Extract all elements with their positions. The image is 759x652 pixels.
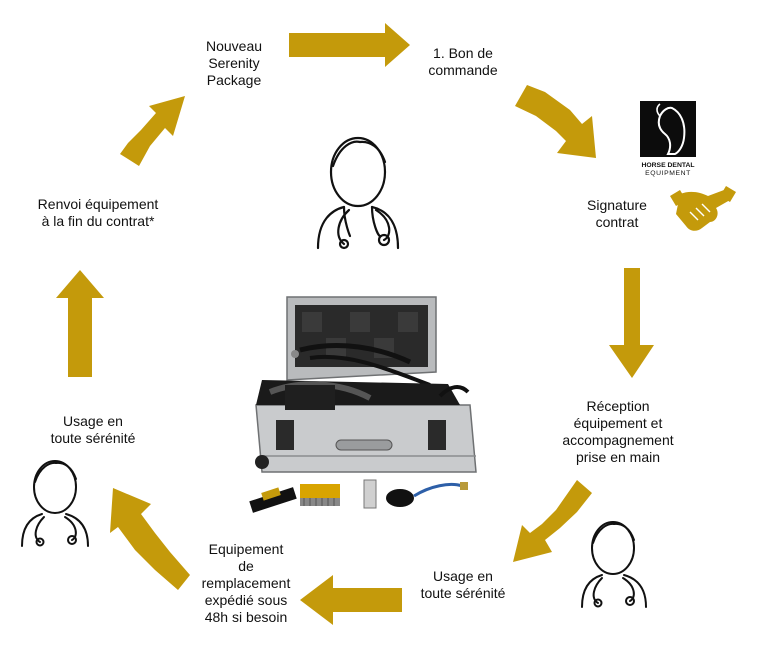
step-usage-right-line2: toute sérénité	[420, 585, 506, 601]
step-renvoi-line1: Renvoi équipement	[37, 196, 159, 212]
arrow-left	[56, 270, 104, 377]
arrow-upper-right	[515, 85, 596, 158]
step-reception-line4: prise en main	[575, 449, 661, 465]
step-nouveau-line3: Package	[206, 72, 262, 88]
arrow-right	[609, 268, 654, 378]
step-signature-label: Signature contrat	[574, 197, 660, 231]
step-reception-line2: équipement et	[573, 415, 663, 431]
step-equipement-line4: expédié sous	[204, 592, 288, 608]
step-usage-right-label: Usage en toute sérénité	[403, 568, 523, 602]
arrow-top	[289, 23, 410, 67]
arrow-upper-left	[120, 96, 185, 166]
step-equipement-line2: de	[238, 558, 254, 574]
step-equipement-line1: Equipement	[208, 541, 284, 557]
arrow-lower-right	[513, 480, 592, 562]
step-usage-left-line1: Usage en	[63, 413, 123, 429]
step-reception-line3: accompagnement	[562, 432, 674, 448]
step-bon-commande-line1: 1. Bon de	[433, 45, 493, 61]
step-usage-right-line1: Usage en	[433, 568, 493, 584]
arrow-lower-left	[110, 488, 190, 590]
step-signature-line1: Signature	[587, 197, 647, 213]
step-renvoi-line2: à la fin du contrat*	[41, 213, 155, 229]
step-renvoi-label: Renvoi équipement à la fin du contrat*	[12, 196, 184, 230]
step-reception-line1: Réception	[586, 398, 650, 414]
step-signature-line2: contrat	[595, 214, 639, 230]
arrow-bottom	[300, 575, 402, 625]
step-equipement-label: Equipement de remplacement expédié sous …	[186, 541, 306, 626]
step-nouveau-line2: Serenity	[208, 55, 260, 71]
step-usage-left-label: Usage en toute sérénité	[33, 413, 153, 447]
step-nouveau-line1: Nouveau	[205, 38, 263, 54]
step-equipement-line5: 48h si besoin	[204, 609, 288, 625]
step-nouveau-label: Nouveau Serenity Package	[196, 38, 272, 89]
step-usage-left-line2: toute sérénité	[50, 430, 136, 446]
step-equipement-line3: remplacement	[201, 575, 291, 591]
step-reception-label: Réception équipement et accompagnement p…	[548, 398, 688, 466]
step-bon-commande-label: 1. Bon de commande	[413, 45, 513, 79]
step-bon-commande-line2: commande	[428, 62, 498, 78]
